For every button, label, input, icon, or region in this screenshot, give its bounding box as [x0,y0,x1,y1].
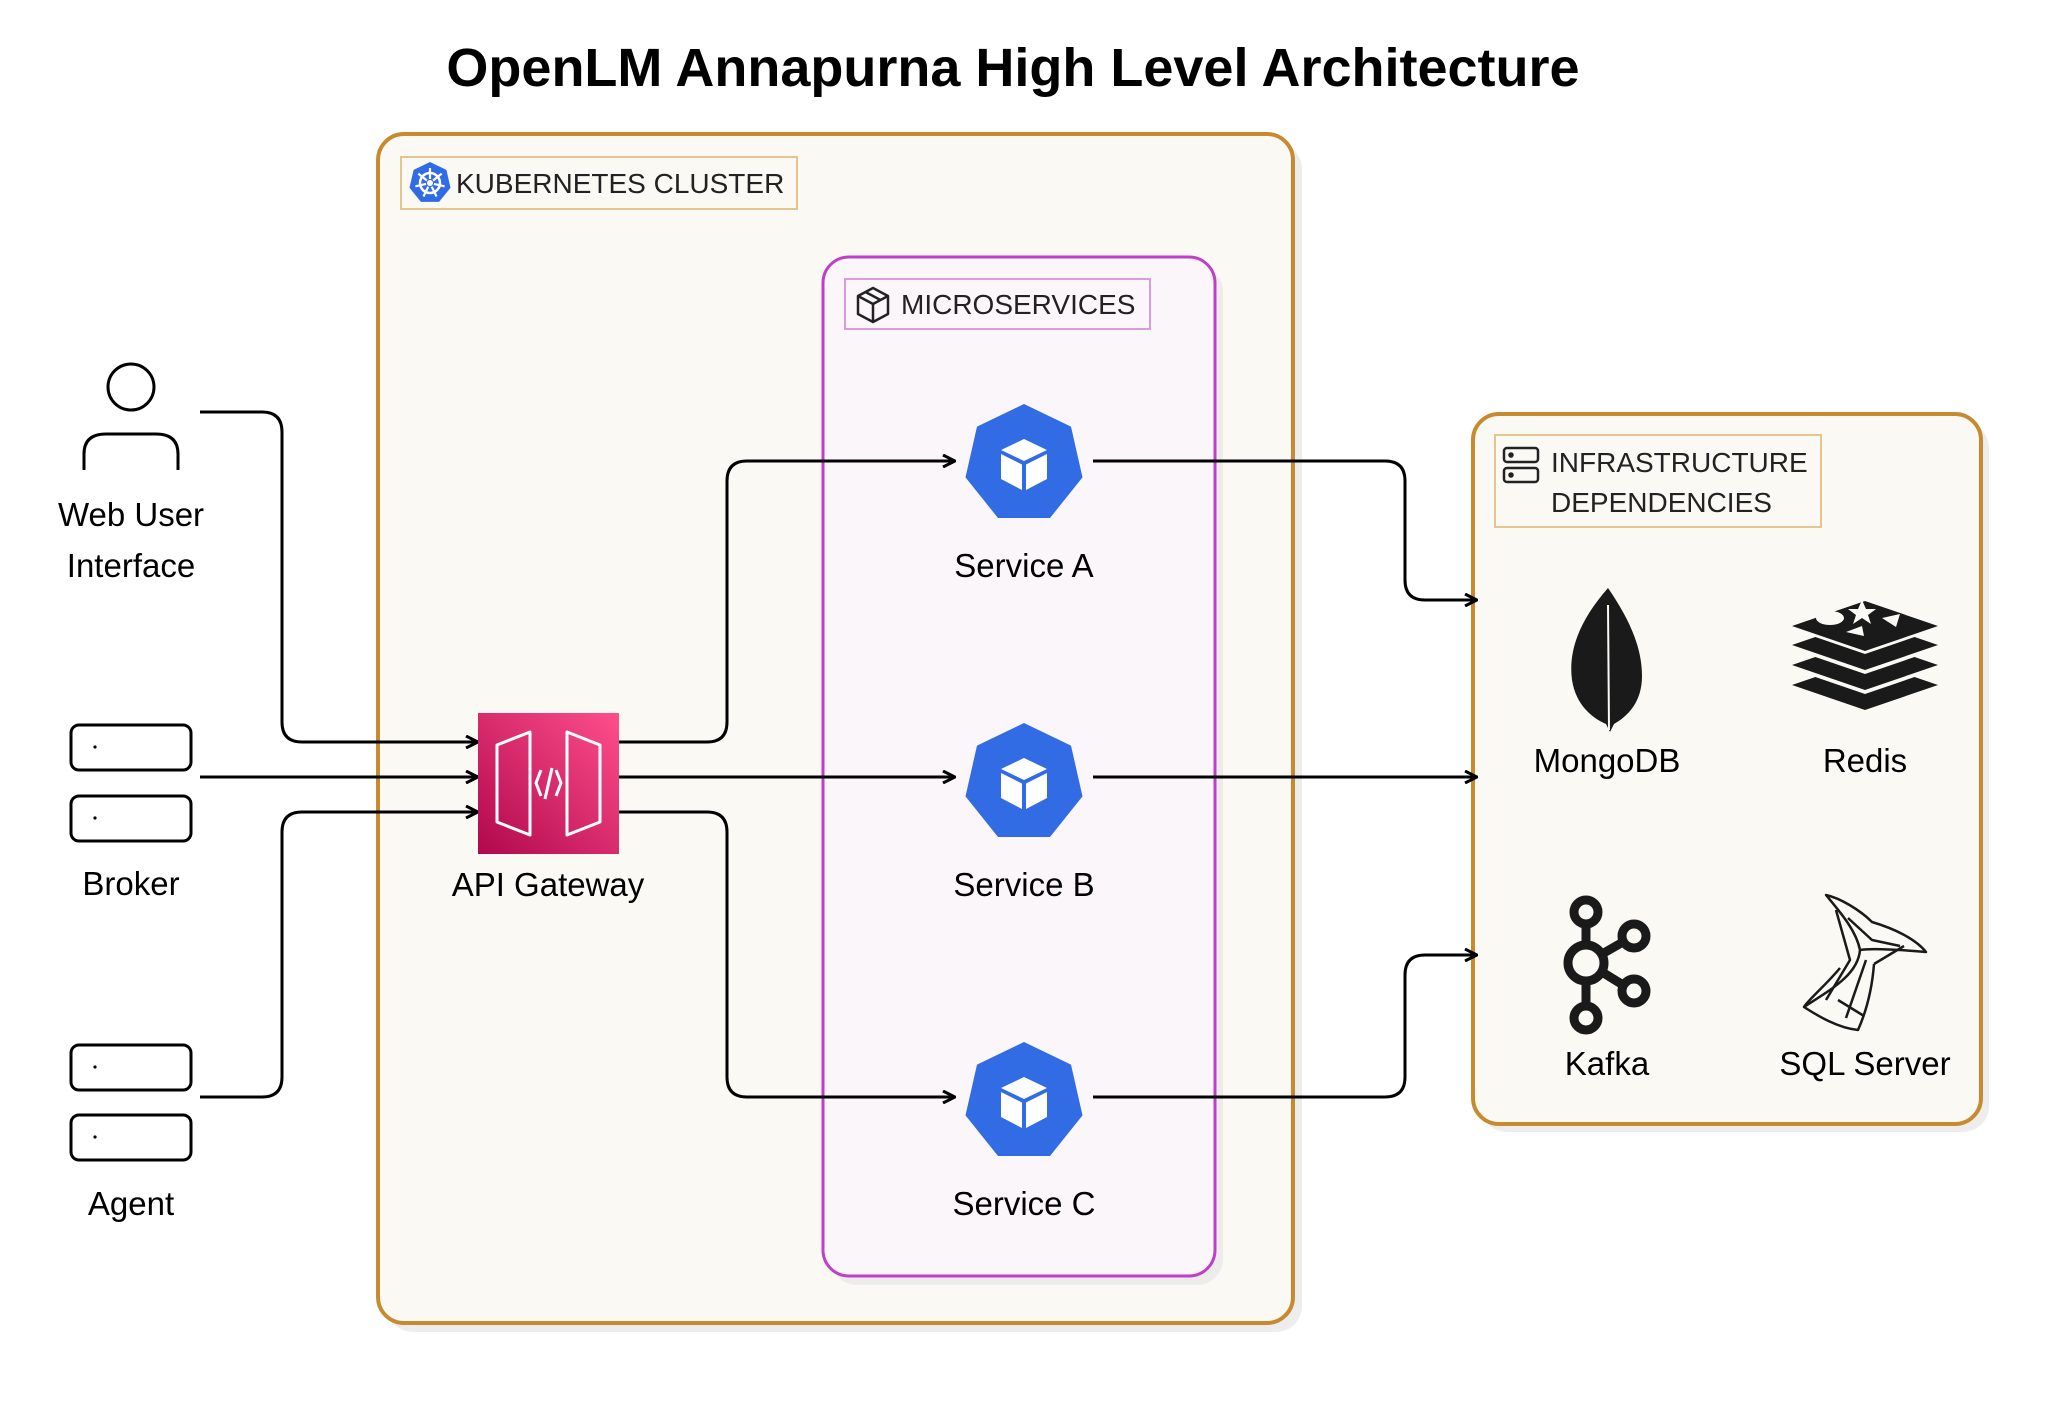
kubernetes-icon [409,162,451,202]
broker-label: Broker [82,865,179,902]
edge-service-c-to-infrastructure [1093,955,1477,1099]
service-c-label: Service C [952,1185,1095,1222]
kafka-label: Kafka [1565,1045,1650,1082]
kafka-icon [1563,895,1651,1035]
kafka-node: Kafka [1563,895,1651,1082]
redis-icon [1792,600,1938,710]
service-c-node: Service C [952,1042,1096,1222]
client-edges [200,410,478,1099]
infrastructure-label-line2: DEPENDENCIES [1551,487,1772,518]
api-gateway-label: API Gateway [452,866,645,903]
servers-icon [69,723,193,843]
mongodb-node: MongoDB [1534,588,1681,779]
api-gateway-node: API Gateway [452,713,645,903]
service-edges [1093,459,1477,1099]
edge-service-a-to-infrastructure [1093,459,1477,600]
package-icon [856,286,890,324]
kubernetes-pod-icon [965,723,1083,837]
sql-server-node: SQL Server [1779,893,1951,1082]
edge-agent-to-gateway [200,812,478,1099]
microservices-label: MICROSERVICES [901,289,1135,320]
edge-gateway-to-service-a [619,461,955,744]
redis-node: Redis [1792,600,1938,779]
agent-label: Agent [88,1185,174,1222]
user-icon [82,362,180,470]
kubernetes-pod-icon [965,404,1083,518]
mongodb-label: MongoDB [1534,742,1681,779]
web-user-interface-label-line2: Interface [67,547,195,584]
service-b-node: Service B [953,723,1095,903]
service-a-label: Service A [954,547,1093,584]
server-icon [1502,446,1540,484]
diagram-title: OpenLM Annapurna High Level Architecture [446,38,1579,98]
api-gateway-icon [478,713,619,854]
mongodb-icon [1571,588,1642,732]
sql-server-icon [1802,893,1928,1032]
service-b-label: Service B [953,866,1094,903]
edge-web-to-gateway [200,410,478,742]
redis-label: Redis [1823,742,1907,779]
agent-node: Agent [69,1043,193,1222]
service-a-node: Service A [954,404,1094,584]
kubernetes-cluster-label: KUBERNETES CLUSTER [456,168,784,199]
kubernetes-pod-icon [965,1042,1083,1156]
web-user-interface-node: Web User Interface [58,362,204,584]
edge-gateway-to-service-c [619,810,955,1097]
sql-server-label: SQL Server [1779,1045,1950,1082]
servers-icon [69,1043,193,1162]
broker-node: Broker [69,723,193,902]
infrastructure-label-line1: INFRASTRUCTURE [1551,447,1808,478]
gateway-edges [619,461,955,1097]
web-user-interface-label-line1: Web User [58,496,204,533]
